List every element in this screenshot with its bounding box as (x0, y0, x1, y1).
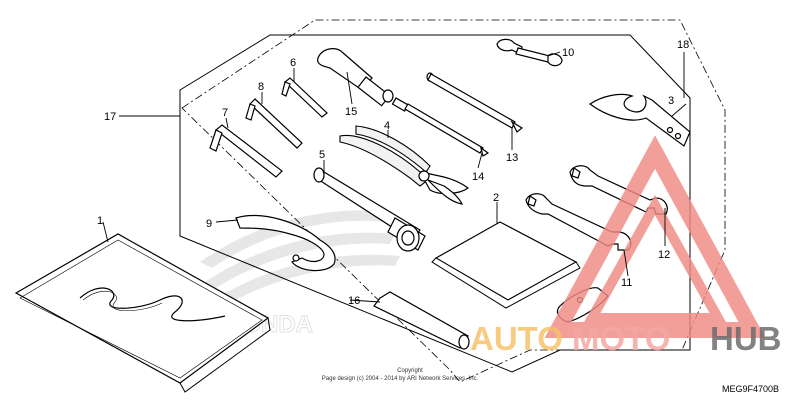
watermark-moto: MOTO (572, 320, 670, 357)
leader-lines (102, 51, 687, 303)
callout-18: 18 (677, 39, 689, 51)
part-3-hook-spanner (588, 93, 691, 147)
automotohub-triangle-watermark (544, 135, 766, 338)
callout-8: 8 (258, 81, 264, 93)
part-1-tool-bag (14, 233, 271, 393)
automotohub-text-watermark: AUTO MOTO HUB (470, 320, 782, 357)
part-5-socket-extension (313, 167, 426, 252)
callout-2: 2 (493, 192, 499, 204)
part-10-wrench (496, 38, 563, 67)
callout-13: 13 (506, 152, 518, 164)
part-14-screwdriver-bit (391, 97, 490, 157)
callout-6: 6 (290, 57, 296, 69)
part-16-grip (373, 291, 470, 350)
watermark-hub: HUB (710, 320, 782, 357)
part-8-hex-wrench (245, 98, 303, 149)
part-12-wrench (569, 165, 668, 215)
callout-5: 5 (319, 149, 325, 161)
callout-12: 12 (658, 249, 670, 261)
callout-16: 16 (348, 295, 360, 307)
part-15-screwdriver-handle (317, 48, 394, 107)
callout-1: 1 (97, 215, 103, 227)
part-7-hex-wrench (209, 124, 283, 178)
part-9-pin-spanner (235, 214, 336, 272)
callout-17: 17 (104, 111, 116, 123)
part-13-screwdriver-bit (426, 72, 524, 133)
copyright-line-2: Page design (c) 2004 - 2014 by ARI Netwo… (322, 376, 479, 382)
part-2-bag (431, 221, 581, 309)
callout-10: 10 (562, 47, 574, 59)
part-6-hex-wrench (281, 77, 328, 118)
callout-15: 15 (345, 106, 357, 118)
copyright-line-1: Copyright (397, 368, 423, 374)
callout-7: 7 (222, 107, 228, 119)
callout-14: 14 (472, 171, 484, 183)
callout-3: 3 (668, 95, 674, 107)
callout-4: 4 (384, 120, 390, 132)
callout-9: 9 (206, 218, 212, 230)
tool-kit-outer-boundary (179, 34, 691, 373)
callout-numbers: 1 2 3 4 5 6 7 8 9 10 11 12 13 14 15 16 1… (97, 39, 689, 307)
diagram-code: MEG9F4700B (722, 384, 779, 394)
callout-11: 11 (621, 277, 632, 289)
watermark-auto: AUTO (470, 320, 563, 357)
part-4-pliers (339, 125, 469, 205)
